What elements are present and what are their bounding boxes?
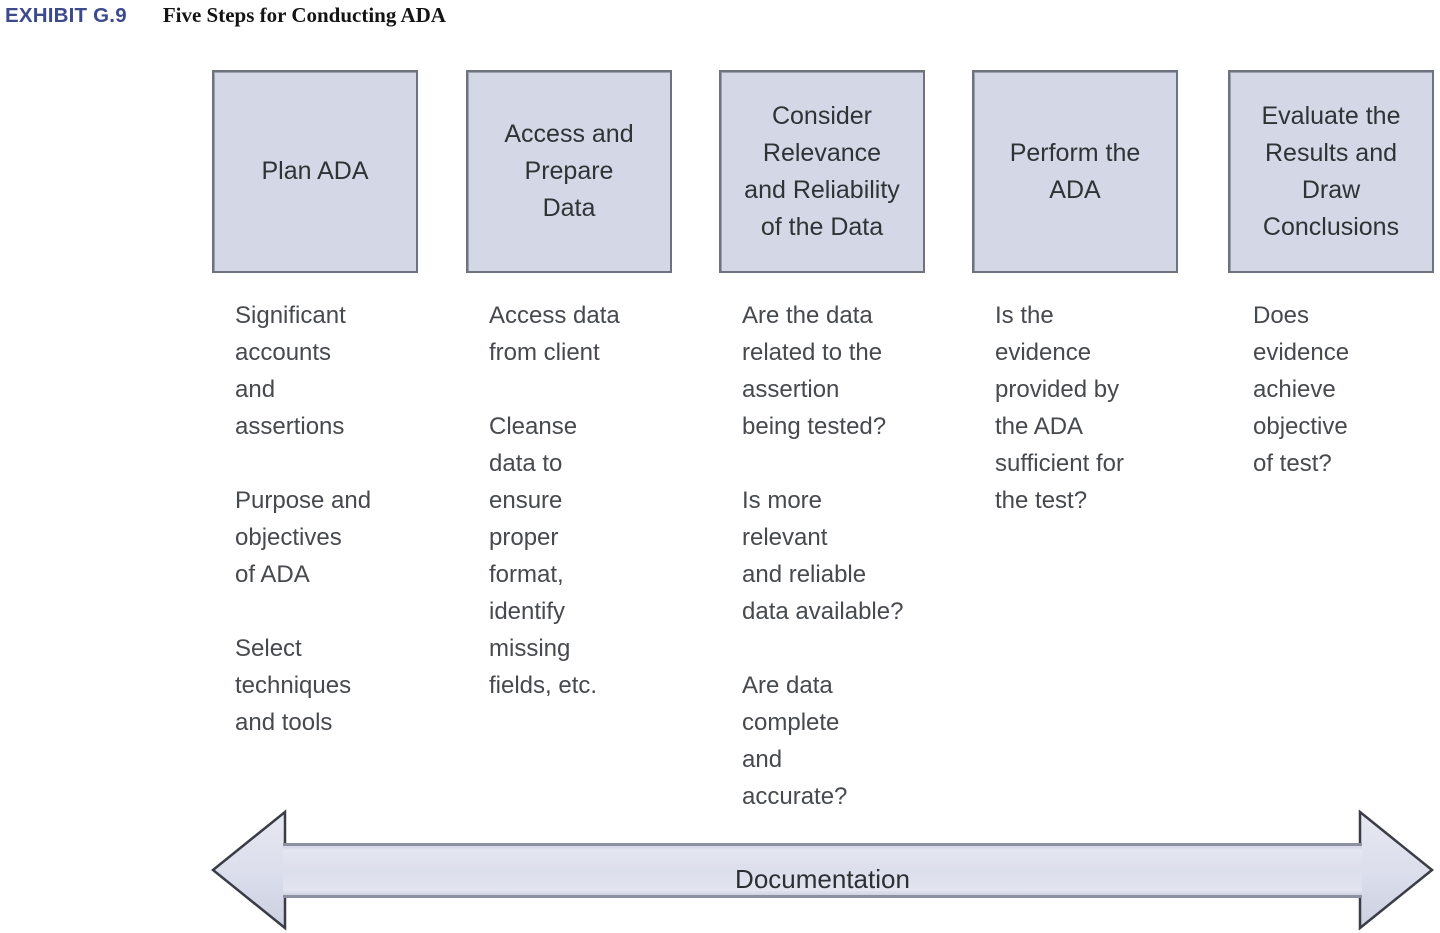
- detail-block: Purpose and objectives of ADA: [235, 487, 372, 588]
- double-headed-arrow-icon: [211, 809, 1434, 931]
- detail-block: Cleanse data to ensure proper format, id…: [489, 413, 598, 699]
- detail-block: Are data complete and accurate?: [742, 672, 848, 810]
- detail-block: Access data from client: [489, 302, 620, 366]
- exhibit-title: Five Steps for Conducting ADA: [162, 3, 446, 27]
- step-box-4: Perform the ADA: [972, 70, 1178, 273]
- detail-block: Are the data related to the assertion be…: [742, 302, 887, 440]
- detail-column-1: Significant accounts and assertions Purp…: [235, 297, 450, 741]
- step-box-3-title: Consider Relevance and Reliability of th…: [744, 101, 900, 241]
- step-box-1: Plan ADA: [212, 70, 418, 273]
- detail-block: Does evidence achieve objective of test?: [1253, 302, 1350, 477]
- detail-column-4: Is the evidence provided by the ADA suff…: [995, 297, 1210, 519]
- detail-block: Select techniques and tools: [235, 635, 352, 736]
- step-box-3: Consider Relevance and Reliability of th…: [719, 70, 925, 273]
- detail-column-5: Does evidence achieve objective of test?: [1253, 297, 1438, 482]
- documentation-banner-arrow: Documentation: [210, 808, 1435, 933]
- step-box-1-title: Plan ADA: [261, 157, 369, 185]
- step-box-5-title: Evaluate the Results and Draw Conclusion…: [1261, 101, 1401, 241]
- detail-column-3: Are the data related to the assertion be…: [742, 297, 977, 815]
- detail-block: Significant accounts and assertions: [235, 302, 346, 440]
- detail-column-2: Access data from client Cleanse data to …: [489, 297, 689, 704]
- exhibit-header: EXHIBIT G.9 Five Steps for Conducting AD…: [5, 3, 446, 31]
- step-box-2: Access and Prepare Data: [466, 70, 672, 273]
- detail-block: Is more relevant and reliable data avail…: [742, 487, 904, 625]
- step-box-2-title: Access and Prepare Data: [504, 120, 634, 222]
- step-box-5: Evaluate the Results and Draw Conclusion…: [1228, 70, 1434, 273]
- detail-block: Is the evidence provided by the ADA suff…: [995, 302, 1124, 514]
- exhibit-number-label: EXHIBIT G.9: [5, 4, 127, 27]
- step-box-4-title: Perform the ADA: [1009, 138, 1141, 204]
